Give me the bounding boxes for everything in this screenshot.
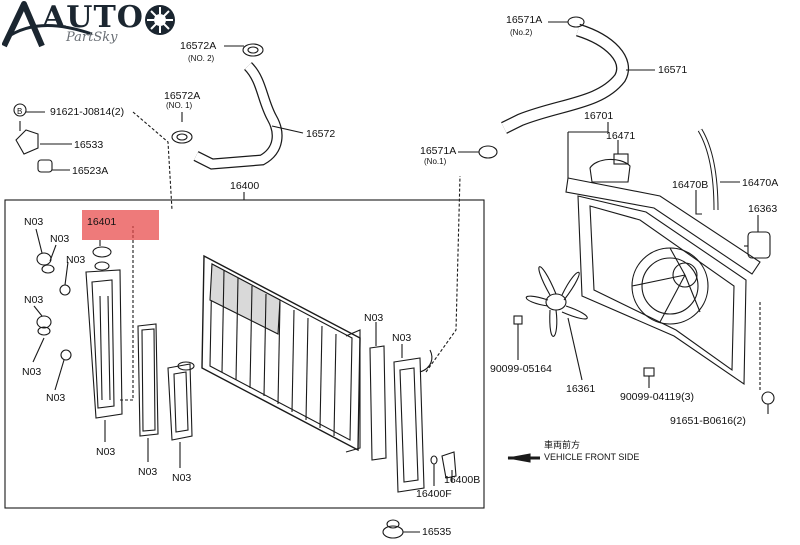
label-91621: 91621-J0814(2) [50, 106, 125, 118]
label-16571A-no2: 16571A [506, 14, 543, 26]
label-16470A: 16470A [742, 177, 779, 189]
label-16535: 16535 [422, 526, 452, 538]
grommet-16535 [382, 519, 420, 539]
seal-strip-left [137, 323, 159, 462]
seal-strip-right [369, 322, 387, 461]
label-16572: 16572 [306, 128, 336, 140]
label-n03: N03 [24, 216, 44, 228]
vehicle-front-cn: 車両前方 [544, 440, 581, 450]
fan-motor-16363 [744, 215, 771, 259]
hose-clamp-16572A-no2 [224, 43, 264, 57]
bracket-16533 [15, 129, 39, 155]
hose-clamp-16571A-no1 [458, 145, 498, 159]
label-16363: 16363 [748, 203, 778, 215]
label-16572A-no2-sub: (NO. 2) [188, 54, 215, 63]
right-tank [393, 175, 461, 493]
label-16471: 16471 [606, 130, 636, 142]
upper-radiator-hose-16572 [193, 62, 304, 170]
clip-16470B [695, 190, 702, 215]
hose-clamp-16572A-no1 [171, 112, 193, 144]
label-91651: 91651-B0616(2) [670, 415, 746, 427]
label-90099-04119: 90099-04119(3) [620, 391, 694, 403]
fan-16361 [525, 266, 588, 381]
radiator-cap-16401 [92, 246, 112, 258]
drain-cock-16400B [441, 451, 457, 482]
bolt-90099-04119 [643, 367, 655, 388]
callout-b-right [761, 391, 775, 405]
lower-radiator-hose-16571 [501, 23, 655, 134]
label-16572A-no1-sub: (NO. 1) [166, 101, 193, 110]
label-n03: N03 [364, 312, 384, 324]
logo-subtitle: PartSky [66, 30, 118, 45]
fan-shroud-16701 [565, 122, 761, 386]
highlight-16401 [82, 210, 159, 240]
label-90099-05164: 90099-05164 [490, 363, 552, 375]
label-n03: N03 [138, 466, 158, 478]
label-16533: 16533 [74, 139, 104, 151]
label-n03: N03 [392, 332, 412, 344]
callout-b-left [13, 103, 27, 117]
label-16400: 16400 [230, 180, 260, 192]
label-n03: N03 [172, 472, 192, 484]
radiator-assembly-frame [4, 199, 485, 509]
label-16400F: 16400F [416, 488, 452, 500]
label-n03: N03 [96, 446, 116, 458]
radiator-core [201, 254, 361, 453]
label-16401: 16401 [87, 216, 117, 228]
label-n03: N03 [24, 294, 44, 306]
autopartsky-logo: AUTO PartSky [1, 0, 182, 52]
drain-plug-16400F [430, 455, 438, 486]
left-tank [85, 226, 134, 419]
label-16701: 16701 [584, 110, 614, 122]
logo-art [1, 1, 175, 48]
overflow-hose-16470A [697, 128, 740, 211]
grommet-set-left [32, 228, 72, 391]
svg-text:B: B [17, 107, 22, 116]
label-16400B: 16400B [444, 474, 481, 486]
label-16571A-no1-sub: (No.1) [424, 157, 447, 166]
nut-90099-05164 [513, 315, 523, 360]
label-16571A-no1: 16571A [420, 145, 457, 157]
label-n03: N03 [66, 254, 86, 266]
bushing-16523A [37, 159, 53, 173]
label-16361: 16361 [566, 383, 596, 395]
label-n03: N03 [46, 392, 66, 404]
label-n03: N03 [22, 366, 42, 378]
label-16523A: 16523A [72, 165, 109, 177]
label-16571: 16571 [658, 64, 688, 76]
label-16470B: 16470B [672, 179, 709, 191]
vehicle-front-en: VEHICLE FRONT SIDE [544, 452, 640, 462]
label-n03: N03 [50, 233, 70, 245]
label-16572A-no1: 16572A [164, 90, 201, 102]
label-16571A-no2-sub: (No.2) [510, 28, 533, 37]
logo-letters: AUTO [42, 0, 144, 35]
inlet-tank-small [167, 361, 195, 468]
hose-clamp-16571A-no2 [548, 16, 585, 28]
label-16572A-no2: 16572A [180, 40, 217, 52]
